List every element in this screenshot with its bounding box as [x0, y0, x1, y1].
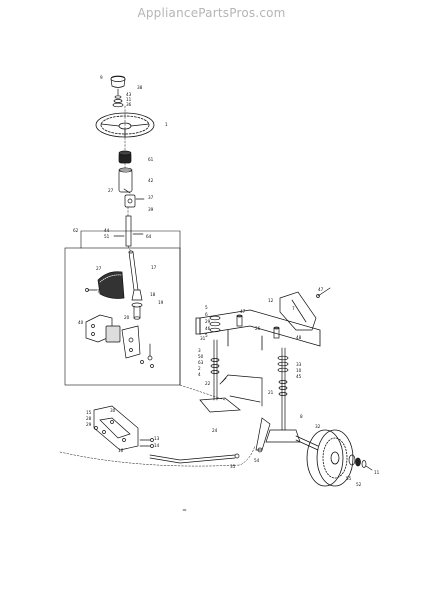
callout-15: 15 [86, 410, 92, 415]
callout-46: 46 [205, 326, 211, 331]
callout-5: 5 [205, 333, 208, 338]
callout-43: 43 [126, 92, 132, 97]
steering-gear-shaft[interactable] [128, 250, 143, 320]
wheel-hub-hardware[interactable] [348, 454, 373, 471]
front-wheel[interactable] [306, 429, 354, 487]
callout-13: 13 [154, 436, 160, 441]
tie-rod[interactable] [219, 374, 263, 407]
front-axle[interactable] [195, 309, 321, 351]
callout-4: 4 [198, 372, 201, 377]
steering-arm[interactable] [255, 417, 271, 453]
callout-9: 9 [100, 75, 103, 80]
callout-11: 11 [374, 470, 380, 475]
callout-54: 54 [254, 458, 260, 463]
leader-lines [59, 105, 256, 467]
callout-22: 22 [205, 381, 211, 386]
callout-38: 38 [137, 85, 143, 90]
callout-6: 6 [205, 312, 208, 317]
shaft-bushing[interactable] [123, 188, 145, 208]
right-spindle-bolt[interactable] [273, 326, 280, 339]
callout-35: 35 [230, 464, 236, 469]
callout-18: 18 [150, 292, 156, 297]
callout-61: 61 [148, 157, 154, 162]
right-spindle-washers[interactable] [277, 355, 289, 396]
callout-20: 20 [124, 315, 130, 320]
callout-63: 63 [198, 360, 204, 365]
callout-19: 19 [158, 300, 164, 305]
drag-link-rod[interactable] [149, 453, 240, 464]
callout-44: 44 [104, 228, 110, 233]
callout-42: 42 [148, 178, 154, 183]
steering-shaft-sleeve[interactable] [118, 167, 133, 193]
callout-62: 62 [73, 228, 79, 233]
sector-gear[interactable] [97, 271, 125, 299]
cap-fasteners[interactable] [112, 88, 124, 108]
callout-29: 29 [86, 422, 92, 427]
callout-8: 8 [300, 414, 303, 419]
callout-1: 1 [165, 122, 168, 127]
callout-10: 10 [296, 368, 302, 373]
callout-45: 45 [296, 374, 302, 379]
callout-28: 28 [86, 416, 92, 421]
callout-40: 40 [78, 320, 84, 325]
callout-64: 64 [146, 234, 152, 239]
callout-33: 33 [296, 362, 302, 367]
callout-48: 48 [296, 335, 302, 340]
bracket-bolt[interactable] [316, 287, 331, 298]
watermark-text: AppliancePartsPros.com [137, 6, 286, 20]
spindle-axle-stub[interactable] [295, 435, 319, 451]
callout-31: 31 [200, 336, 206, 341]
callout-7: 7 [292, 306, 295, 311]
callout-2: 2 [198, 366, 201, 371]
upper-left-bolt[interactable] [236, 314, 243, 327]
lower-steering-bracket[interactable] [93, 405, 139, 451]
left-spindle[interactable] [199, 339, 241, 413]
bracket-bolts[interactable] [140, 343, 154, 368]
wheel-hub-adapter[interactable] [118, 150, 132, 164]
callout-52: 52 [356, 482, 362, 487]
callout-50: 50 [198, 354, 204, 359]
callout-14: 14 [154, 443, 160, 448]
callout-27: 27 [108, 188, 114, 193]
callout-55: 55 [346, 476, 352, 481]
callout-11: 11 [126, 97, 132, 102]
pivot-bracket[interactable] [121, 325, 141, 359]
callout-24: 24 [212, 428, 218, 433]
callout-27: 27 [96, 266, 102, 271]
callout-32: 32 [315, 424, 321, 429]
callout-30: 30 [110, 408, 116, 413]
detail-box [64, 230, 181, 386]
sector-gear-bolt[interactable] [85, 288, 98, 292]
callout-37: 37 [148, 195, 154, 200]
callout-51: 51 [104, 234, 110, 239]
callout-29: 29 [205, 319, 211, 324]
callout-7: 7 [97, 289, 100, 294]
callout-12: 12 [268, 298, 274, 303]
callout-26: 26 [255, 326, 261, 331]
axle-mount-bracket[interactable] [279, 291, 317, 331]
left-spindle-washers[interactable] [209, 315, 221, 374]
callout-3: 3 [198, 348, 201, 353]
lower-bracket-bolts[interactable] [94, 426, 154, 448]
callout-39: 39 [148, 207, 154, 212]
callout-5: 5 [205, 305, 208, 310]
callout-16: 16 [118, 448, 124, 453]
callout-36: 36 [126, 102, 132, 107]
steering-support-bracket[interactable] [85, 314, 121, 343]
callout-17: 17 [151, 265, 157, 270]
callout-labels: 9 38 43 11 36 1 61 42 27 37 39 44 51 64 … [73, 75, 380, 487]
steering-wheel-cap[interactable] [110, 75, 126, 88]
callout-47: 47 [318, 287, 324, 292]
callout-47: 47 [240, 309, 246, 314]
callout-21: 21 [268, 390, 274, 395]
